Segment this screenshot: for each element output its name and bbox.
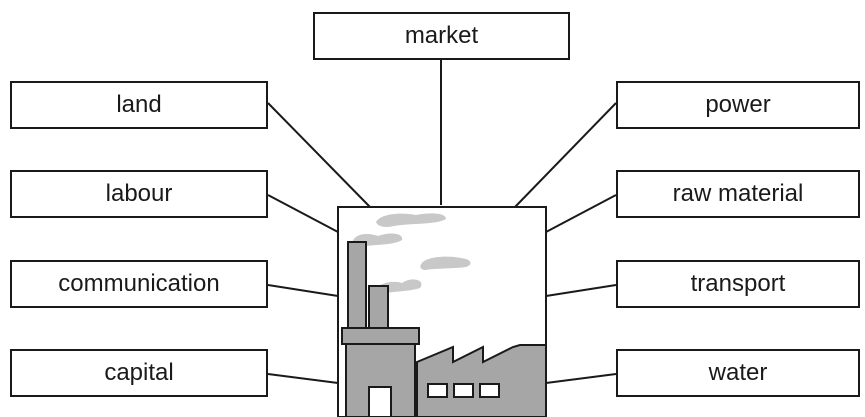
connector-communication xyxy=(267,284,339,297)
connector-land xyxy=(267,102,371,208)
power-label: power xyxy=(705,91,771,118)
labour-label: labour xyxy=(105,180,173,207)
power-box: power xyxy=(616,81,860,129)
connector-power xyxy=(514,102,617,208)
smoke-icon xyxy=(352,213,471,296)
chimney-short xyxy=(368,285,389,329)
factory-window-1 xyxy=(427,383,448,398)
factory-window-3 xyxy=(479,383,500,398)
capital-label: capital xyxy=(104,359,174,386)
connector-lines xyxy=(267,60,617,384)
raw-material-box: raw material xyxy=(616,170,860,218)
factory-door xyxy=(368,386,392,417)
transport-box: transport xyxy=(616,260,860,308)
connector-transport xyxy=(545,284,617,297)
transport-label: transport xyxy=(690,270,786,297)
land-label: land xyxy=(116,91,162,118)
labour-box: labour xyxy=(10,170,268,218)
water-box: water xyxy=(616,349,860,397)
factory-sawtooth-roof xyxy=(416,344,547,417)
capital-box: capital xyxy=(10,349,268,397)
water-label: water xyxy=(708,359,768,386)
chimney-tall xyxy=(347,241,367,329)
factory-icon xyxy=(341,241,547,417)
market-label: market xyxy=(404,22,479,49)
market-box: market xyxy=(313,12,570,60)
connector-raw-material xyxy=(545,194,617,233)
factory-roof-cap xyxy=(341,327,420,345)
connector-water xyxy=(545,373,617,384)
connector-capital xyxy=(267,373,339,384)
land-box: land xyxy=(10,81,268,129)
communication-label: communication xyxy=(58,270,220,297)
factory-window-2 xyxy=(453,383,474,398)
raw-material-label: raw material xyxy=(672,180,804,207)
communication-box: communication xyxy=(10,260,268,308)
connector-labour xyxy=(267,194,339,233)
